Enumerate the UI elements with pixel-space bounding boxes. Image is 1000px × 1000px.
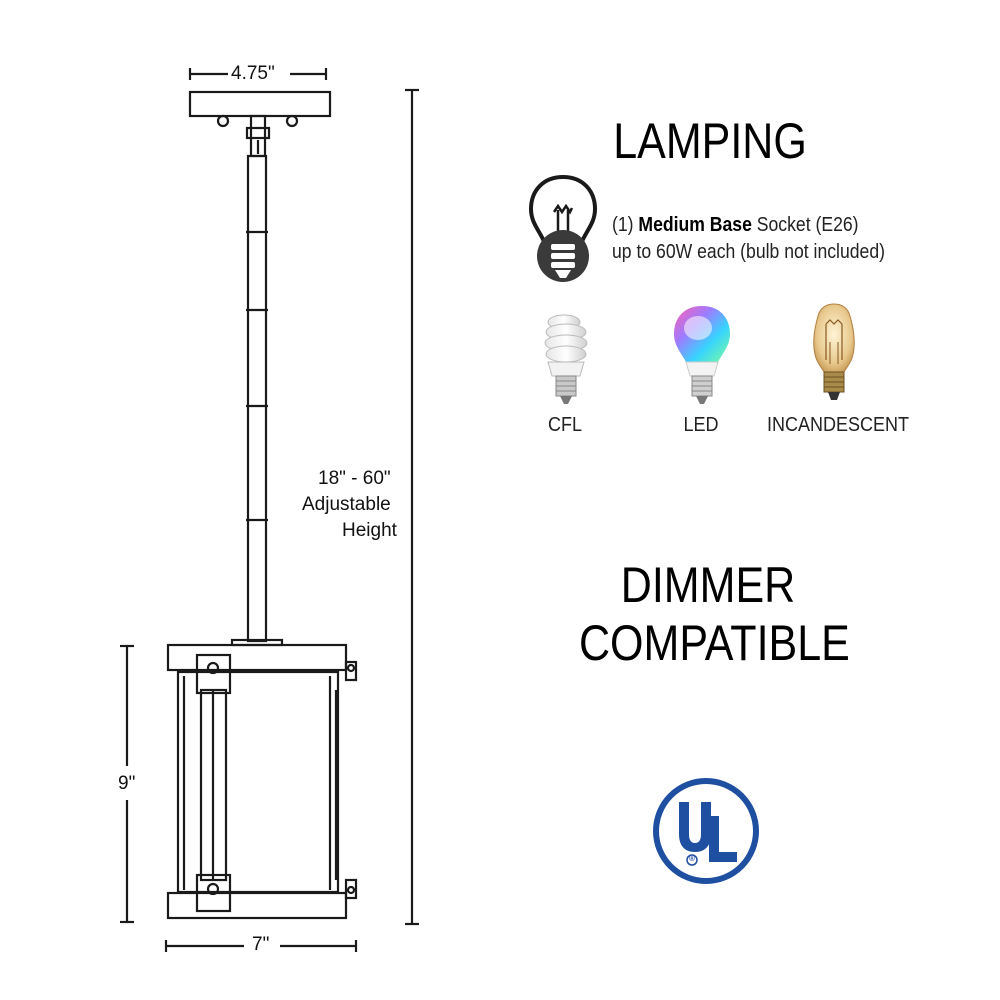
shade-height-dimension — [120, 644, 134, 924]
wattage-text: up to 60W each (bulb not included) — [612, 241, 885, 263]
ul-certification-logo — [653, 778, 759, 884]
height-word-label: Height — [342, 520, 397, 541]
bulb-label-cfl: CFL — [547, 414, 583, 436]
registered-mark: ® — [689, 854, 695, 863]
adjustable-label: Adjustable — [302, 494, 391, 515]
bulb-label-incandescent: INCANDESCENT — [766, 414, 910, 436]
shade-width-label: 7" — [252, 934, 270, 955]
cfl-bulb-icon — [544, 314, 588, 404]
dimmer-heading-line1: DIMMER — [620, 557, 796, 613]
canopy-width-dimension — [188, 68, 328, 80]
dimmer-heading-line2: COMPATIBLE — [579, 615, 850, 671]
lantern-shade — [166, 643, 358, 920]
shade-height-label: 9" — [118, 773, 136, 794]
led-bulb-icon — [674, 306, 730, 404]
shade-width-dimension — [164, 940, 358, 952]
height-range-label: 18" - 60" — [318, 468, 391, 489]
canopy — [188, 90, 332, 158]
socket-text: (1) Medium Base Socket (E26) — [612, 214, 859, 236]
edison-bulb-icon — [813, 303, 855, 400]
bulb-label-led: LED — [683, 414, 719, 436]
canopy-width-label: 4.75" — [231, 63, 275, 84]
overall-height-dimension — [405, 88, 419, 926]
bulb-icon — [528, 174, 598, 282]
downrod — [230, 154, 284, 647]
lamping-heading: LAMPING — [613, 113, 807, 169]
base-type: Medium Base — [638, 214, 752, 236]
